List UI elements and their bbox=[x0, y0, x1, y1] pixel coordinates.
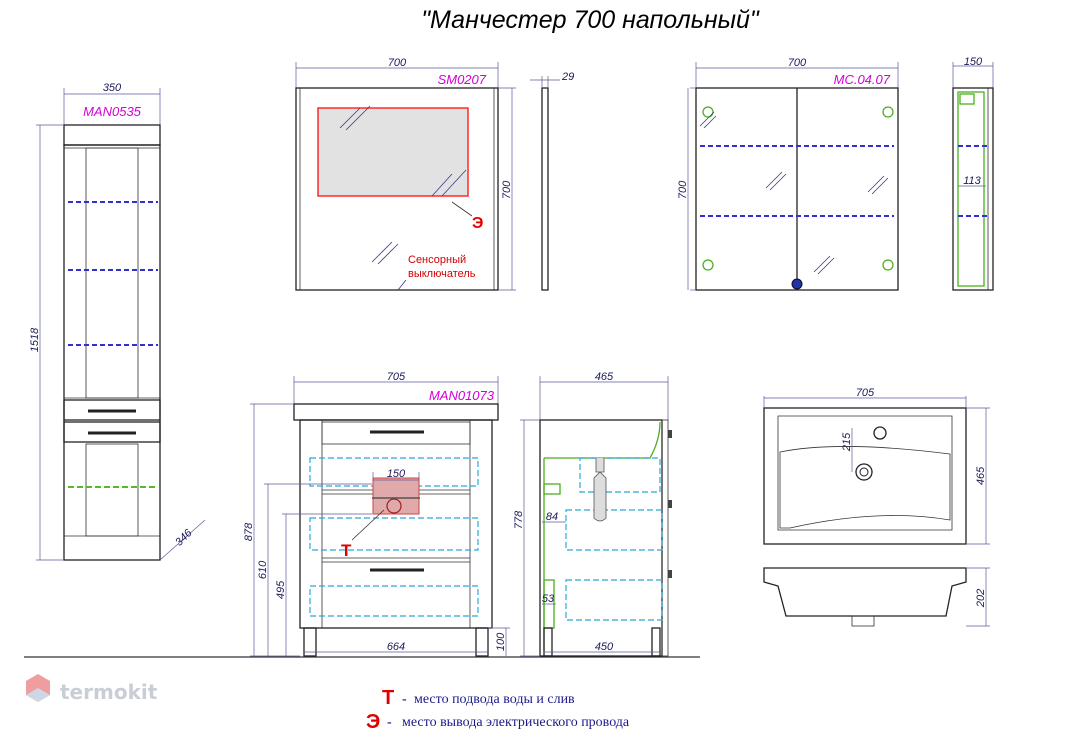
sink-drawing: 705 215 465 202 bbox=[763, 387, 990, 627]
vanity-height-label: 878 bbox=[243, 522, 255, 541]
legend-text-electric: место вывода электрического провода bbox=[402, 715, 630, 730]
plumbing-width-label: 150 bbox=[387, 468, 406, 480]
column-width-label: 350 bbox=[103, 82, 122, 94]
sensor-note-line1: Сенсорный bbox=[408, 254, 466, 266]
sink-width-label: 705 bbox=[856, 387, 875, 399]
cabinet-height-label: 700 bbox=[677, 180, 689, 199]
mirror-width-label: 700 bbox=[388, 57, 407, 69]
legend-dash-water: - bbox=[402, 692, 407, 707]
cabinet-width-label: 700 bbox=[788, 57, 807, 69]
mirror-drawing: 700 SM0207 Э Сенсорный выключатель 700 2… bbox=[295, 57, 574, 291]
sink-offset-label: 215 bbox=[841, 432, 853, 452]
vanity-inner-width-label: 664 bbox=[387, 641, 405, 653]
mirror-depth-label: 29 bbox=[561, 71, 574, 83]
vanity-code: MAN01073 bbox=[429, 388, 495, 403]
side-inner-depth-label: 450 bbox=[595, 641, 614, 653]
vanity-h610-label: 610 bbox=[257, 560, 269, 579]
column-drawing: 350 MAN0535 1518 346 bbox=[29, 82, 206, 561]
side-depth-label: 465 bbox=[595, 371, 614, 383]
vanity-side-drawing: 465 778 84 53 450 bbox=[513, 371, 672, 657]
drawing-title: "Манчестер 700 напольный" bbox=[421, 6, 760, 34]
legend-symbol-water: T bbox=[382, 687, 394, 709]
cabinet-code: MC.04.07 bbox=[834, 72, 891, 87]
side-d84-label: 84 bbox=[546, 511, 558, 523]
sink-height-label: 202 bbox=[975, 589, 987, 608]
side-height-label: 778 bbox=[513, 510, 525, 529]
mirror-height-label: 700 bbox=[501, 180, 513, 199]
brand-logo: termokit bbox=[26, 674, 158, 704]
electric-marker: Э bbox=[472, 215, 483, 232]
mirror-code: SM0207 bbox=[438, 72, 487, 87]
legend-text-water: место подвода воды и слив bbox=[414, 692, 575, 707]
cabinet-drawing: 700 MC.04.07 700 150 113 bbox=[677, 56, 994, 291]
vanity-width-label: 705 bbox=[387, 371, 406, 383]
sink-depth-label: 465 bbox=[975, 466, 987, 485]
legend-symbol-electric: Э bbox=[366, 711, 380, 733]
column-code: MAN0535 bbox=[83, 104, 142, 119]
water-marker: T bbox=[341, 541, 352, 560]
cabinet-shelf-depth-label: 113 bbox=[963, 175, 981, 187]
legend-dash-electric: - bbox=[387, 715, 392, 730]
side-d53-label: 53 bbox=[542, 593, 555, 605]
legend: T - место подвода воды и слив Э - место … bbox=[366, 687, 630, 733]
vanity-h495-label: 495 bbox=[275, 580, 287, 599]
cabinet-depth-label: 150 bbox=[964, 56, 983, 68]
vanity-leg-height-label: 100 bbox=[495, 632, 507, 651]
brand-name: termokit bbox=[60, 680, 158, 704]
sensor-note-line2: выключатель bbox=[408, 268, 476, 280]
vanity-front-drawing: 705 MAN01073 150 T 878 610 495 bbox=[24, 371, 700, 658]
column-height-label: 1518 bbox=[29, 327, 41, 352]
